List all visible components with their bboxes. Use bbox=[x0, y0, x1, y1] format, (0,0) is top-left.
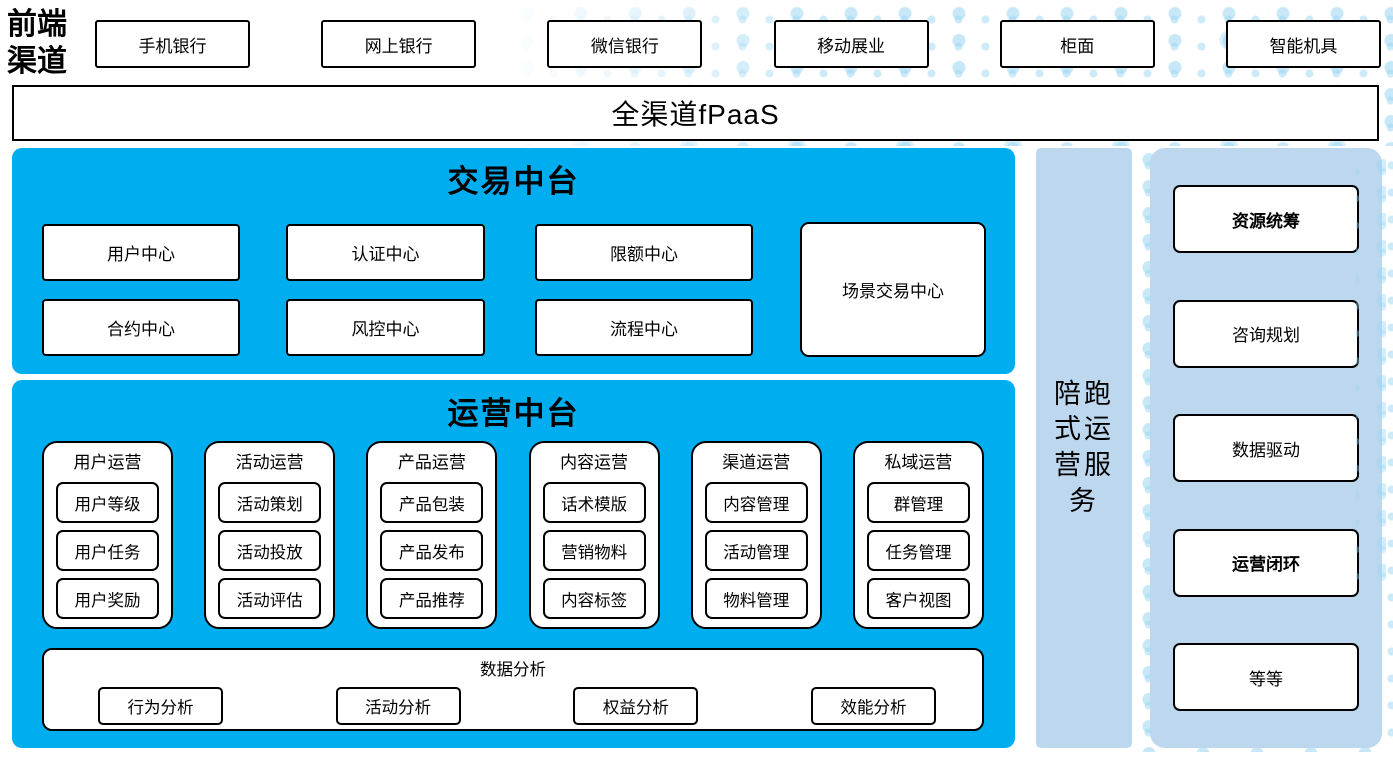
ops-item: 用户等级 bbox=[56, 482, 159, 523]
rights-analysis-box: 权益分析 bbox=[573, 687, 699, 725]
ops-columns: 用户运营 用户等级 用户任务 用户奖励 活动运营 活动策划 活动投放 活动评估 … bbox=[42, 441, 984, 629]
companion-service-bar: 陪跑式运营服务 bbox=[1036, 148, 1132, 748]
ops-col-header: 活动运营 bbox=[235, 453, 304, 472]
ops-col-private-domain: 私域运营 群管理 任务管理 客户视图 bbox=[852, 441, 984, 629]
ops-item: 产品包装 bbox=[380, 482, 484, 523]
ops-col-header: 私域运营 bbox=[884, 453, 953, 472]
ops-item: 任务管理 bbox=[866, 530, 970, 571]
ops-item: 活动策划 bbox=[218, 482, 322, 523]
ops-platform-title: 运营中台 bbox=[447, 396, 580, 431]
ops-col-header: 产品运营 bbox=[397, 453, 466, 472]
data-analysis-row: 行为分析 活动分析 权益分析 效能分析 bbox=[44, 680, 982, 725]
ops-item: 内容标签 bbox=[542, 578, 646, 619]
trade-platform-block: 交易中台 用户中心 认证中心 限额中心 合约中心 风控中心 流程中心 场景交易中… bbox=[12, 148, 1015, 374]
ops-item: 内容管理 bbox=[704, 482, 808, 523]
omnichannel-fpaas-bar: 全渠道fPaaS bbox=[12, 85, 1379, 141]
ops-item: 客户视图 bbox=[866, 578, 970, 619]
ops-col-header: 内容运营 bbox=[560, 453, 629, 472]
risk-center-box: 风控中心 bbox=[286, 299, 485, 356]
scene-trade-center-box: 场景交易中心 bbox=[800, 222, 986, 357]
ops-item: 活动评估 bbox=[218, 578, 322, 619]
ops-item: 活动投放 bbox=[218, 530, 322, 571]
ops-col-user: 用户运营 用户等级 用户任务 用户奖励 bbox=[42, 441, 173, 629]
ops-item: 物料管理 bbox=[704, 578, 808, 619]
ops-col-product: 产品运营 产品包装 产品发布 产品推荐 bbox=[366, 441, 498, 629]
ops-item: 话术模版 bbox=[542, 482, 646, 523]
ops-item: 用户奖励 bbox=[56, 578, 159, 619]
ops-item: 产品发布 bbox=[380, 530, 484, 571]
ops-platform-block: 运营中台 用户运营 用户等级 用户任务 用户奖励 活动运营 活动策划 活动投放 … bbox=[12, 380, 1015, 748]
service-panel: 资源统筹 咨询规划 数据驱动 运营闭环 等等 bbox=[1150, 148, 1382, 748]
etc-box: 等等 bbox=[1173, 643, 1359, 711]
user-center-box: 用户中心 bbox=[42, 224, 240, 281]
data-driven-box: 数据驱动 bbox=[1173, 414, 1359, 482]
data-analysis-container: 数据分析 行为分析 活动分析 权益分析 效能分析 bbox=[42, 648, 984, 731]
channel-mobile-marketing: 移动展业 bbox=[773, 20, 929, 68]
ops-item: 用户任务 bbox=[56, 530, 159, 571]
limit-center-box: 限额中心 bbox=[535, 224, 753, 281]
channel-counter: 柜面 bbox=[999, 20, 1155, 68]
ops-item: 群管理 bbox=[866, 482, 970, 523]
resource-coordination-box: 资源统筹 bbox=[1173, 185, 1359, 253]
channel-smart-devices: 智能机具 bbox=[1225, 20, 1381, 68]
activity-analysis-box: 活动分析 bbox=[335, 687, 461, 725]
companion-service-label: 陪跑式运营服务 bbox=[1054, 378, 1114, 516]
front-channels-row: 手机银行 网上银行 微信银行 移动展业 柜面 智能机具 bbox=[95, 20, 1381, 68]
ops-col-activity: 活动运营 活动策划 活动投放 活动评估 bbox=[204, 441, 336, 629]
ops-item: 活动管理 bbox=[704, 530, 808, 571]
efficiency-analysis-box: 效能分析 bbox=[810, 687, 936, 725]
ops-col-header: 渠道运营 bbox=[722, 453, 791, 472]
channel-online-banking: 网上银行 bbox=[321, 20, 477, 68]
ops-col-header: 用户运营 bbox=[73, 453, 142, 472]
auth-center-box: 认证中心 bbox=[286, 224, 485, 281]
front-channels-label: 前端渠道 bbox=[7, 8, 67, 78]
ops-item: 产品推荐 bbox=[380, 578, 484, 619]
ops-col-content: 内容运营 话术模版 营销物料 内容标签 bbox=[528, 441, 660, 629]
channel-mobile-banking: 手机银行 bbox=[95, 20, 250, 68]
data-analysis-title: 数据分析 bbox=[480, 661, 546, 679]
ops-col-channel: 渠道运营 内容管理 活动管理 物料管理 bbox=[690, 441, 822, 629]
contract-center-box: 合约中心 bbox=[42, 299, 240, 356]
process-center-box: 流程中心 bbox=[535, 299, 753, 356]
behavior-analysis-box: 行为分析 bbox=[98, 687, 223, 725]
channel-wechat-banking: 微信银行 bbox=[547, 20, 703, 68]
consulting-planning-box: 咨询规划 bbox=[1173, 299, 1359, 368]
ops-closed-loop-box: 运营闭环 bbox=[1173, 528, 1359, 597]
ops-item: 营销物料 bbox=[542, 530, 646, 571]
trade-platform-title: 交易中台 bbox=[447, 164, 580, 199]
